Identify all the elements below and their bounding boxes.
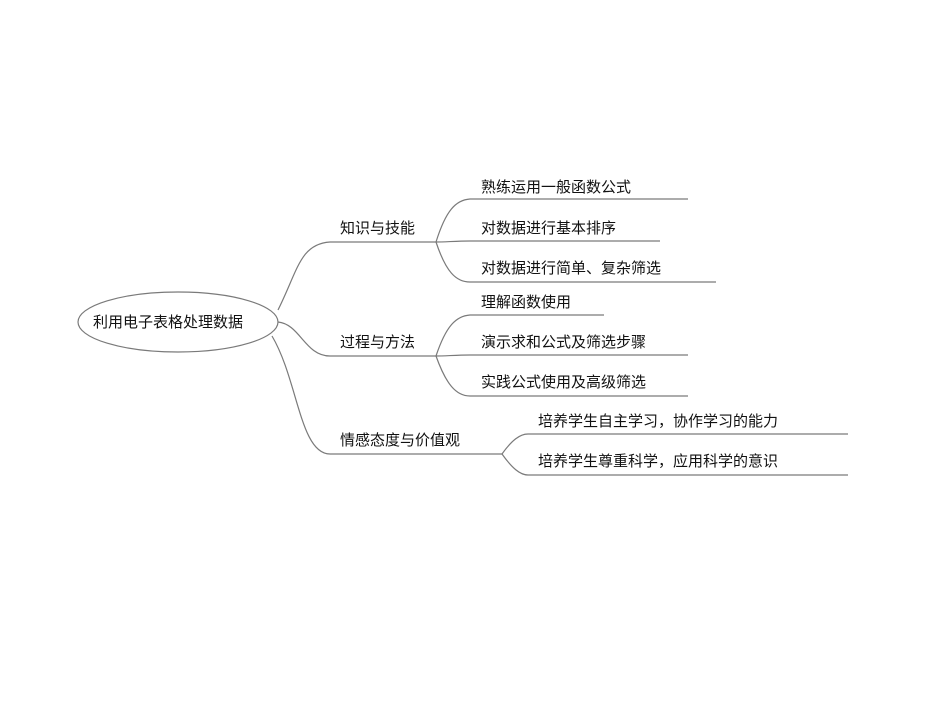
- connector-branch-1-leaf-1: [435, 198, 688, 243]
- connector-branch-2-leaf-1: [435, 314, 604, 357]
- branch-label-process-methods: 过程与方法: [340, 333, 416, 351]
- connector-root-branch-1: [277, 241, 436, 311]
- connector-branch-1-leaf-2: [435, 240, 660, 243]
- leaf-label: 对数据进行基本排序: [481, 219, 617, 237]
- leaf-label: 理解函数使用: [481, 293, 572, 311]
- branch-label-attitude-values: 情感态度与价值观: [340, 431, 461, 449]
- leaf-label: 演示求和公式及筛选步骤: [481, 333, 647, 351]
- connector-branch-3-leaf-2: [501, 453, 848, 476]
- leaf-label: 培养学生自主学习，协作学习的能力: [538, 412, 779, 430]
- root-node-label: 利用电子表格处理数据: [93, 313, 244, 331]
- connector-branch-3-leaf-1: [501, 433, 848, 455]
- connector-root-branch-2: [277, 321, 436, 357]
- connector-branch-1-leaf-3: [435, 241, 716, 283]
- leaf-label: 实践公式使用及高级筛选: [481, 373, 647, 391]
- leaf-label: 熟练运用一般函数公式: [481, 178, 632, 196]
- connector-root-branch-3: [271, 335, 502, 455]
- leaf-label: 对数据进行简单、复杂筛选: [481, 259, 662, 277]
- connector-branch-2-leaf-3: [435, 355, 688, 397]
- connector-branch-2-leaf-2: [435, 354, 688, 357]
- branch-label-knowledge-skills: 知识与技能: [340, 219, 416, 237]
- leaf-label: 培养学生尊重科学，应用科学的意识: [538, 452, 779, 470]
